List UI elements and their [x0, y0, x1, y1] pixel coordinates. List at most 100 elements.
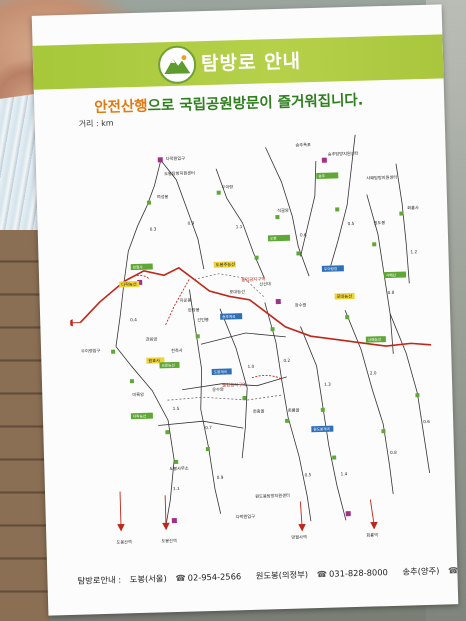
trail-line	[158, 420, 244, 429]
distance-number: 1.1	[236, 224, 243, 229]
danger-label: 출입금지구역	[222, 381, 246, 389]
green-tag	[365, 336, 386, 343]
green-tags: 송추 오봉 망월사 보문능선 사패산 사패능선 다락능선	[130, 172, 407, 420]
ranger-station-icon	[335, 207, 340, 212]
distance-number: 0.9	[187, 220, 194, 225]
green-tag-label: 오봉	[270, 236, 277, 241]
place-label: 송추폭포	[295, 141, 311, 148]
footer-contact-1: 도봉(서울) ☎02-954-2566	[130, 571, 248, 584]
trail-line	[182, 376, 287, 391]
blue-tag-label: 원도봉계곡	[313, 426, 330, 431]
footer-office-name: 도봉(서울)	[129, 573, 167, 585]
place-label: 석굴암	[277, 207, 289, 214]
place-label: 도봉산역	[161, 537, 177, 544]
ranger-station-icon	[415, 393, 420, 398]
yellow-tag	[213, 261, 236, 268]
trail-line	[219, 308, 248, 459]
dashed-route	[194, 273, 265, 298]
trail-line	[160, 160, 205, 270]
purple-marker-icon	[275, 298, 281, 305]
trail-line	[330, 134, 356, 266]
place-labels: 다락원입구 도봉탐방지원센터 여성봉 우이령 석굴암 송추폭포 송추탐방지원센터…	[81, 141, 419, 546]
yellow-tags: 도봉주능선 포대능선 다락능선 원효사	[119, 261, 355, 364]
ranger-station-icon	[195, 334, 200, 339]
subtitle-rest: 으로 국립공원방문이 즐거워집니다.	[147, 92, 364, 115]
restricted-trail	[164, 279, 190, 326]
purple-markers	[137, 157, 351, 524]
green-tag	[267, 234, 291, 242]
exit-arrow-head	[298, 523, 306, 532]
exit-arrow-line	[119, 491, 122, 527]
footer-phone: 031-828-8000	[328, 567, 388, 579]
ranger-station-icon	[270, 327, 275, 332]
place-label: 도봉산역	[116, 538, 132, 545]
distance-numbers: 0.3 0.9 1.1 0.6 0.5 1.2 0.8 0.4 1.5 0.7 …	[130, 220, 430, 491]
ranger-station-icon	[372, 242, 377, 247]
ranger-station-icon	[332, 455, 337, 460]
distance-unit: 거리 : km	[78, 118, 114, 129]
danger-label: 출입금지구역	[241, 275, 265, 283]
distance-number: 0.8	[390, 450, 397, 455]
place-label: 선인봉	[197, 316, 209, 322]
exit-arrow-head	[162, 522, 170, 531]
green-tag-label: 사패능선	[368, 337, 381, 342]
restricted-trail	[123, 274, 150, 282]
place-label: 운수암	[212, 386, 224, 393]
place-label: 송추탐방지원센터	[328, 150, 359, 158]
yellow-tag	[146, 357, 165, 364]
place-label: 원도봉	[374, 219, 386, 225]
green-tag	[130, 263, 153, 271]
ranger-station-icon	[174, 459, 179, 465]
trail-line	[300, 160, 317, 257]
dashed-route	[167, 394, 283, 401]
ranger-station-icons	[111, 190, 420, 465]
blue-tags: 송추계곡 우이령길 도봉계곡 원도봉계곡	[211, 265, 344, 433]
distance-number: 0.5	[348, 221, 355, 226]
ranger-station-icon	[320, 407, 325, 412]
subtitle-highlight: 안전산행	[94, 98, 148, 117]
yellow-tag	[334, 292, 355, 300]
place-label: 미륵암	[132, 391, 144, 398]
place-label: 천축사	[171, 347, 183, 354]
footer-phone: 02-954-2566	[187, 571, 242, 583]
trail-map: 도봉주능선 포대능선 다락능선 원효사 송추계곡 우이령길 도봉계곡 원도봉계곡…	[65, 134, 432, 546]
green-tag-label: 보문능선	[161, 362, 174, 367]
ranger-station-icon	[129, 379, 134, 384]
blue-tag-label: 송추계곡	[222, 314, 236, 319]
distance-number: 0.4	[130, 317, 137, 322]
trail-line	[265, 147, 310, 277]
green-tag	[316, 172, 339, 179]
trail-line	[189, 289, 222, 514]
exit-arrow-head	[65, 319, 73, 327]
place-label: 회룡사	[407, 204, 419, 211]
trail-line	[115, 160, 162, 347]
blue-tag-label: 도봉계곡	[214, 369, 228, 374]
place-label: 다락원입구	[166, 155, 186, 163]
blue-tag	[321, 265, 344, 272]
distance-number: 0.2	[283, 358, 290, 363]
exit-arrow-head	[370, 521, 378, 530]
footer-prefix: 탐방로안내 :	[77, 574, 122, 586]
distance-number: 1.4	[341, 471, 348, 476]
place-label: 원도봉탐방지원센터	[255, 492, 290, 500]
place-label: 관음암	[146, 335, 158, 341]
place-label: 회룡골	[288, 407, 300, 414]
distance-number: 1.0	[248, 364, 255, 369]
phone-icon: ☎	[447, 565, 459, 576]
main-ridge-line	[79, 266, 432, 347]
yellow-tag-label: 포대능선	[337, 293, 353, 300]
page-title: 탐방로 안내	[200, 50, 302, 76]
footer-office-name: 송추(양주)	[402, 565, 440, 577]
ranger-station-icon	[165, 430, 170, 435]
distance-number: 0.9	[217, 475, 224, 480]
blue-tag	[220, 313, 243, 320]
ranger-station-icon	[399, 211, 404, 216]
trail-line	[115, 346, 175, 526]
place-label: 회룡역	[366, 531, 378, 538]
exit-arrows	[65, 319, 378, 532]
trail-line	[300, 326, 347, 521]
ranger-station-icon	[381, 429, 386, 434]
place-label: 망월사역	[291, 533, 307, 540]
ranger-station-icon	[254, 255, 259, 260]
green-tag	[130, 412, 153, 420]
